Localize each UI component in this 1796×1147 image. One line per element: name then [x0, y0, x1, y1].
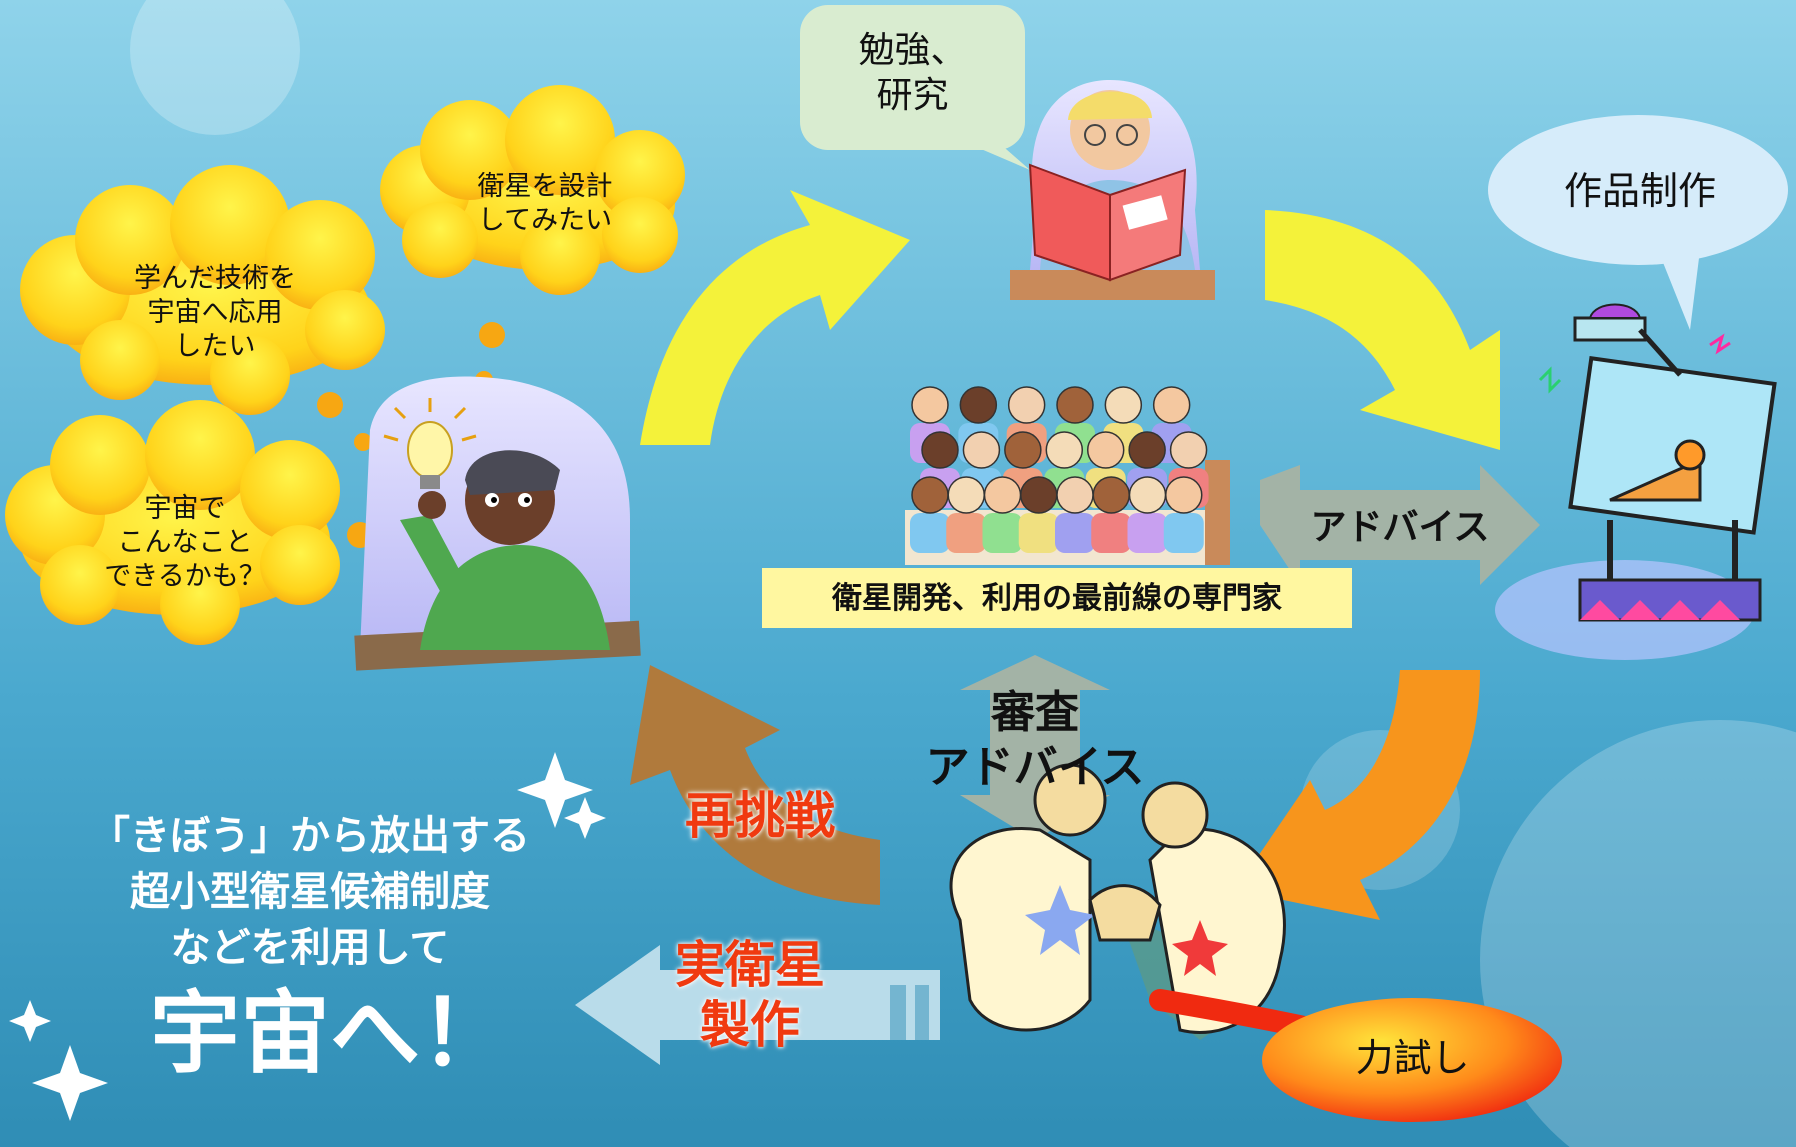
audience-head [1056, 476, 1094, 514]
audience-head [1152, 386, 1191, 424]
arrow-to-production [1265, 210, 1500, 450]
cloud-design-text: 衛星を設計 してみたい [477, 171, 613, 236]
trial-bubble [1262, 998, 1562, 1122]
slogan-line3: などを利用して [170, 925, 450, 971]
audience-body [910, 513, 950, 553]
audience-body [1055, 513, 1095, 553]
arrow-to-study [640, 190, 910, 445]
cloud-apply [20, 165, 385, 415]
audience-head [1004, 431, 1042, 469]
arrow-to-space [575, 945, 940, 1065]
bg-circle-right [1480, 720, 1796, 1147]
audience-head [959, 386, 998, 424]
arrow-retry [630, 665, 880, 905]
build-label: 実衛星 製作 [675, 936, 825, 1054]
review-label: 審査 アドバイス [925, 687, 1145, 793]
audience-head [983, 476, 1022, 514]
studying-person-illustration [1010, 80, 1215, 300]
arrow-to-trial [1235, 670, 1480, 920]
slogan-line1: 「きぼう」から放出する [90, 813, 530, 859]
audience-body [1091, 513, 1132, 553]
cloud-can-do [5, 400, 340, 645]
cloud-design [380, 85, 685, 295]
thinking-person-illustration [354, 376, 641, 671]
audience-head [947, 476, 985, 514]
cloud-can-do-text: 宇宙で こんなこと できるかも？ [104, 493, 266, 592]
experts-label-box [762, 568, 1352, 628]
trial-label: 力試し [1355, 1036, 1470, 1080]
study-bubble [800, 5, 1030, 170]
audience-head [1007, 386, 1046, 424]
audience-head [1092, 476, 1130, 514]
slogan-big: 宇宙へ！ [150, 981, 510, 1086]
production-text: 作品制作 [1563, 169, 1716, 213]
audience-head [1128, 431, 1166, 469]
sparkles [9, 752, 606, 1121]
audience-head [1165, 476, 1203, 514]
bg-circle-top [130, 0, 300, 135]
arm-wrestlers-illustration [949, 763, 1411, 1061]
experts-audience-illustration [905, 386, 1230, 565]
slogan-line2: 超小型衛星候補制度 [130, 869, 490, 915]
drafting-table-illustration [1495, 303, 1777, 660]
audience-body [1163, 513, 1204, 553]
audience-head [1169, 431, 1208, 469]
audience-body [946, 513, 987, 553]
audience-head [1128, 476, 1167, 514]
audience-head [962, 431, 1001, 469]
audience-body [1018, 513, 1059, 553]
audience-body [1127, 513, 1168, 553]
retry-label: 再挑戦 [685, 787, 835, 845]
audience-head [921, 431, 959, 469]
advice-label: アドバイス [1310, 507, 1490, 548]
arrow-advice [1260, 465, 1540, 585]
audience-head [911, 386, 949, 424]
audience-head [1056, 386, 1094, 424]
audience-head [1104, 386, 1143, 424]
audience-head [1086, 431, 1125, 469]
study-text: 勉強、 研究 [858, 30, 967, 116]
audience-head [1020, 476, 1058, 514]
audience-body [982, 513, 1023, 553]
experts-label: 衛星開発、利用の最前線の専門家 [832, 581, 1282, 616]
production-bubble [1488, 115, 1788, 330]
audience-head [911, 476, 949, 514]
audience-head [1045, 431, 1084, 469]
cloud-apply-text: 学んだ技術を 宇宙へ応用 したい [134, 263, 296, 362]
